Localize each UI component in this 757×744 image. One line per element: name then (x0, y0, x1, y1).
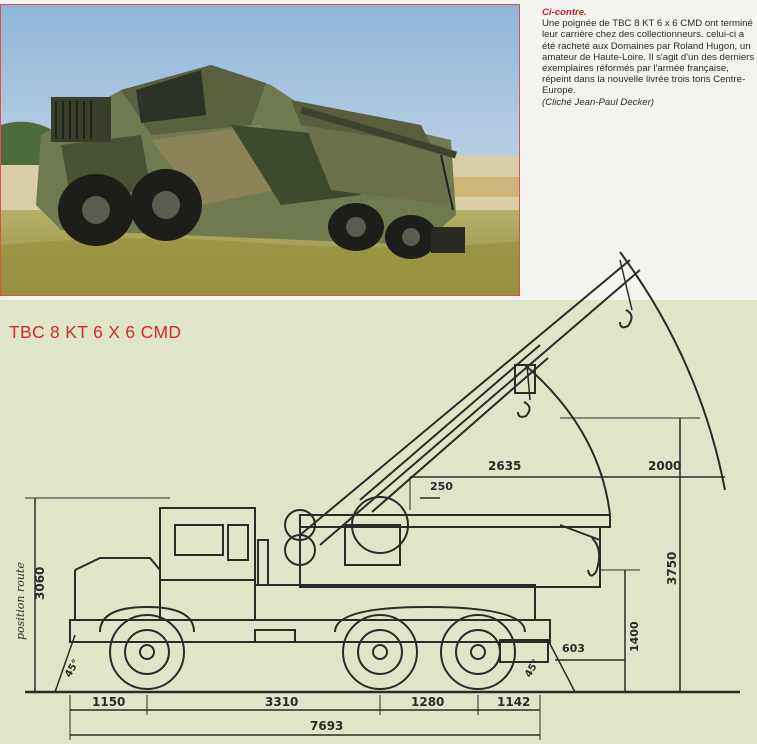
dim-250: 250 (430, 480, 453, 493)
technical-drawing: 3060 position route 250 2635 2000 3750 1… (14, 251, 740, 740)
reach-arc-inner (524, 364, 611, 516)
caption-body: Une poignée de TBC 8 KT 6 x 6 CMD ont te… (542, 18, 755, 97)
dim-2635: 2635 (488, 459, 521, 473)
wheels (99, 605, 526, 690)
dim-1150: 1150 (92, 695, 125, 709)
dim-2000: 2000 (648, 459, 681, 473)
dim-3310: 3310 (265, 695, 298, 709)
angle-rear: 45° (523, 658, 542, 680)
caption-title: Ci-contre. (542, 7, 587, 18)
dim-3060: 3060 (33, 567, 47, 600)
drawing-title: TBC 8 KT 6 X 6 CMD (9, 322, 182, 342)
dim-1280: 1280 (411, 695, 444, 709)
dim-1400: 1400 (628, 621, 641, 652)
reach-arc-outer (619, 251, 726, 491)
dim-603: 603 (562, 642, 585, 655)
side-label: position route (14, 562, 27, 640)
truck-photo-illustration (1, 5, 519, 295)
dim-7693: 7693 (310, 719, 343, 733)
photo-caption: Ci-contre. Une poignée de TBC 8 KT 6 x 6… (542, 7, 757, 108)
caption-credit: (Cliché Jean-Paul Decker) (542, 96, 654, 108)
crane-boom-extended (299, 259, 641, 546)
dim-1142: 1142 (497, 695, 530, 709)
truck-side-outline (69, 496, 611, 663)
truck-photo (0, 4, 520, 296)
dim-3750: 3750 (665, 552, 679, 585)
